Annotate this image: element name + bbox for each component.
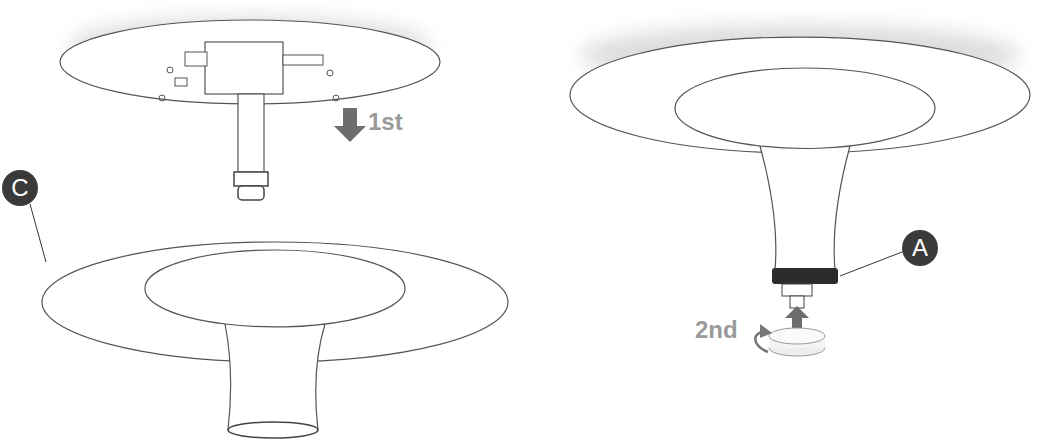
step-label: 2nd (695, 318, 738, 342)
callout-letter: A (912, 236, 928, 260)
step-label: 1st (368, 110, 403, 134)
callout-circle: C (2, 170, 38, 206)
callout-circle: A (902, 230, 938, 266)
callout-letter: C (11, 176, 28, 200)
